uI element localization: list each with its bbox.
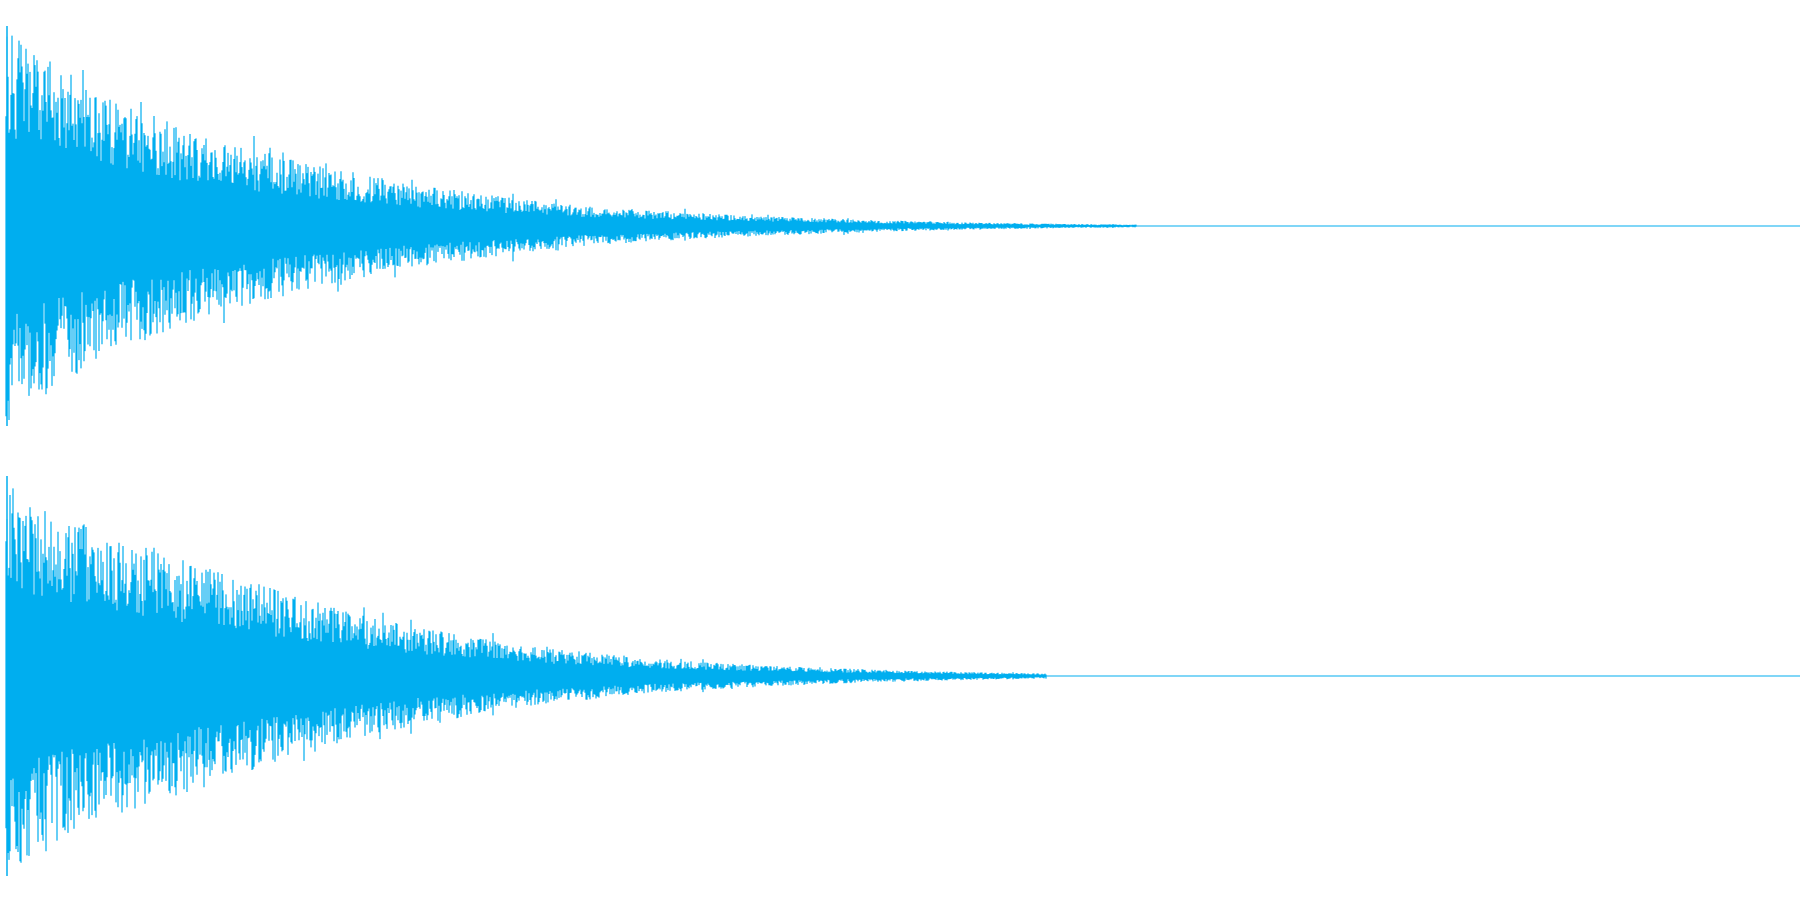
waveform-samples	[5, 35, 1137, 420]
waveform-samples	[5, 488, 1047, 863]
channel-2-waveform	[5, 476, 1800, 876]
channel-1-waveform	[5, 26, 1800, 426]
